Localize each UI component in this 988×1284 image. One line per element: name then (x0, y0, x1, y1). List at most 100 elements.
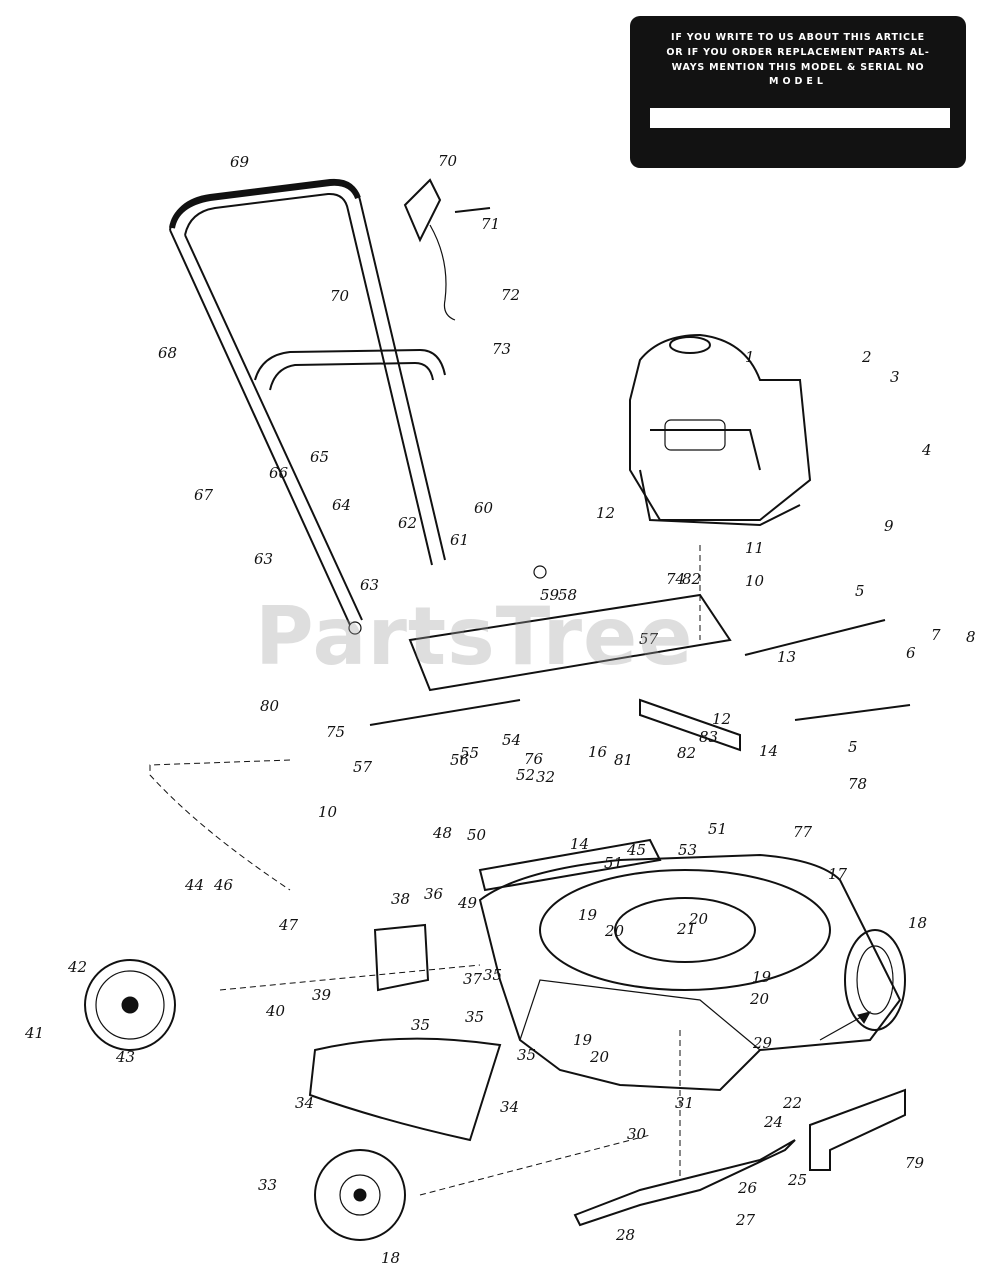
part-callout-46: 46 (213, 876, 234, 894)
part-callout-35: 35 (411, 1016, 430, 1034)
part-callout-86: 86 (0, 0, 20, 4)
part-callout-63: 63 (360, 576, 379, 594)
part-callout-12: 12 (712, 710, 731, 728)
part-callout-1: 1 (745, 348, 755, 366)
part-callout-82: 82 (677, 744, 696, 762)
part-callout-21: 21 (676, 920, 696, 938)
part-callout-35: 35 (483, 966, 502, 984)
engine (629, 333, 812, 527)
notice-line-1: IF YOU WRITE TO US ABOUT THIS ARTICLE (671, 32, 925, 43)
axles-brackets (369, 593, 911, 992)
part-callout-13: 13 (777, 648, 796, 666)
part-callout-33: 33 (258, 1176, 277, 1194)
part-callout-36: 36 (424, 885, 444, 903)
part-callout-12: 12 (596, 504, 615, 522)
part-callout-28: 28 (615, 1226, 635, 1244)
part-callout-40: 40 (265, 1002, 286, 1020)
part-callout-20: 20 (604, 922, 625, 940)
part-callout-45: 45 (626, 841, 646, 859)
part-callout-25: 25 (787, 1171, 807, 1189)
part-callout-7: 7 (931, 626, 941, 644)
part-callout-71: 71 (481, 215, 500, 233)
part-callout-6: 6 (906, 644, 916, 662)
part-callout-89: 89 (0, 0, 20, 4)
part-callout-18: 18 (908, 914, 927, 932)
part-callout-39: 39 (312, 986, 332, 1004)
part-callout-83: 83 (699, 728, 718, 746)
part-callout-17: 17 (828, 865, 848, 883)
part-callout-79: 79 (905, 1154, 925, 1172)
part-callout-69: 69 (230, 153, 250, 171)
part-callout-2: 2 (861, 348, 872, 366)
part-callout-57: 57 (639, 630, 659, 648)
part-callout-78: 78 (848, 775, 867, 793)
part-callout-22: 22 (782, 1094, 802, 1112)
part-callout-54: 54 (502, 731, 521, 749)
part-callout-61: 61 (450, 531, 469, 549)
part-callout-76: 76 (524, 750, 544, 768)
part-callout-32: 32 (536, 768, 555, 786)
part-callout-80: 80 (260, 697, 280, 715)
model-serial-notice: IF YOU WRITE TO US ABOUT THIS ARTICLE OR… (630, 16, 966, 168)
part-callout-3: 3 (890, 368, 900, 386)
part-callout-16: 16 (588, 743, 608, 761)
part-callout-19: 19 (573, 1031, 593, 1049)
part-callout-4: 4 (921, 441, 932, 459)
part-callout-27: 27 (735, 1211, 756, 1229)
part-callout-57: 57 (353, 758, 373, 776)
part-callout-11: 11 (745, 539, 764, 557)
part-callout-14: 14 (570, 835, 589, 853)
part-callout-8: 8 (966, 628, 976, 646)
part-callout-63: 63 (254, 550, 273, 568)
part-callout-49: 49 (457, 894, 478, 912)
dashed-assembly-lines (149, 545, 701, 1196)
part-callout-66: 66 (269, 464, 289, 482)
part-callout-41: 41 (24, 1024, 44, 1042)
part-callout-73: 73 (492, 340, 511, 358)
part-callout-9: 9 (884, 517, 894, 535)
part-callout-58: 58 (558, 586, 577, 604)
part-callout-29: 29 (752, 1034, 773, 1052)
blade (573, 1088, 906, 1227)
part-callout-72: 72 (501, 286, 520, 304)
part-callout-70: 70 (330, 287, 350, 305)
part-callout-47: 47 (278, 916, 299, 934)
part-callout-14: 14 (759, 742, 778, 760)
part-callout-48: 48 (432, 824, 452, 842)
control-lever (403, 178, 491, 321)
part-callout-64: 64 (332, 496, 351, 514)
part-callout-67: 67 (194, 486, 214, 504)
part-callout-77: 77 (793, 823, 813, 841)
part-callout-24: 24 (763, 1113, 783, 1131)
part-callout-59: 59 (540, 586, 560, 604)
part-callout-74: 74 (666, 570, 685, 588)
model-serial-field (650, 108, 950, 128)
part-callout-10: 10 (745, 572, 765, 590)
part-callout-20: 20 (589, 1048, 610, 1066)
part-callout-55: 55 (460, 744, 479, 762)
part-callout-68: 68 (158, 344, 177, 362)
model-label: MODEL (769, 76, 827, 87)
part-callout-5: 5 (855, 582, 865, 600)
part-callout-19: 19 (752, 968, 772, 986)
part-callout-10: 10 (318, 803, 338, 821)
grass-chute (308, 1037, 502, 1142)
part-callout-38: 38 (391, 890, 410, 908)
part-callout-43: 43 (115, 1048, 135, 1066)
part-callout-84: 84 (0, 0, 19, 4)
part-callout-52: 52 (516, 766, 535, 784)
part-callout-34: 34 (295, 1094, 314, 1112)
notice-line-2: OR IF YOU ORDER REPLACEMENT PARTS AL- (666, 47, 930, 58)
notice-line-3: WAYS MENTION THIS MODEL & SERIAL NO (671, 62, 925, 73)
part-callout-19: 19 (578, 906, 598, 924)
part-callout-20: 20 (688, 910, 709, 928)
part-callout-18: 18 (381, 1249, 400, 1267)
part-callout-87: 87 (0, 0, 20, 4)
part-callout-31: 31 (675, 1094, 694, 1112)
wheels (84, 929, 906, 1241)
part-callout-37: 37 (463, 970, 483, 988)
part-callout-82: 82 (682, 570, 701, 588)
mower-deck (478, 853, 902, 1092)
